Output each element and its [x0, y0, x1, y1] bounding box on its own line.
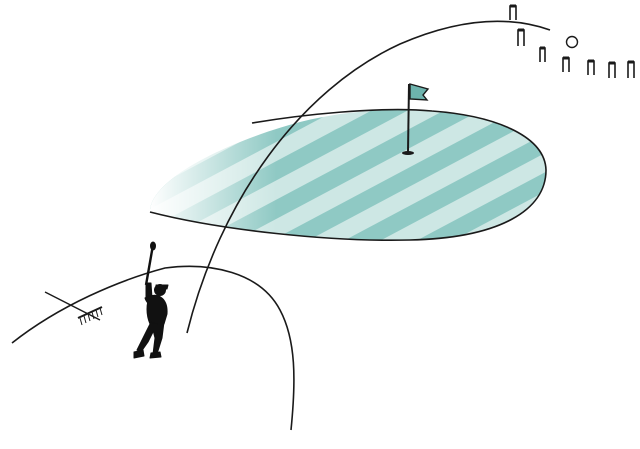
golfer-silhouette: [133, 241, 169, 359]
golf-ball: [565, 35, 579, 49]
croquet-hoop: [517, 28, 525, 46]
ball-trajectory: [186, 20, 551, 334]
bunker-rake: [44, 291, 103, 326]
croquet-hoops: [509, 4, 635, 78]
croquet-hoop: [587, 59, 595, 75]
flag: [402, 83, 430, 155]
bunker-edge: [11, 265, 295, 431]
croquet-hoop: [539, 46, 546, 62]
croquet-hoop: [608, 61, 616, 78]
croquet-hoop: [627, 60, 635, 78]
croquet-hoop: [562, 56, 570, 72]
croquet-hoop: [509, 4, 517, 20]
putting-green: [149, 108, 547, 242]
